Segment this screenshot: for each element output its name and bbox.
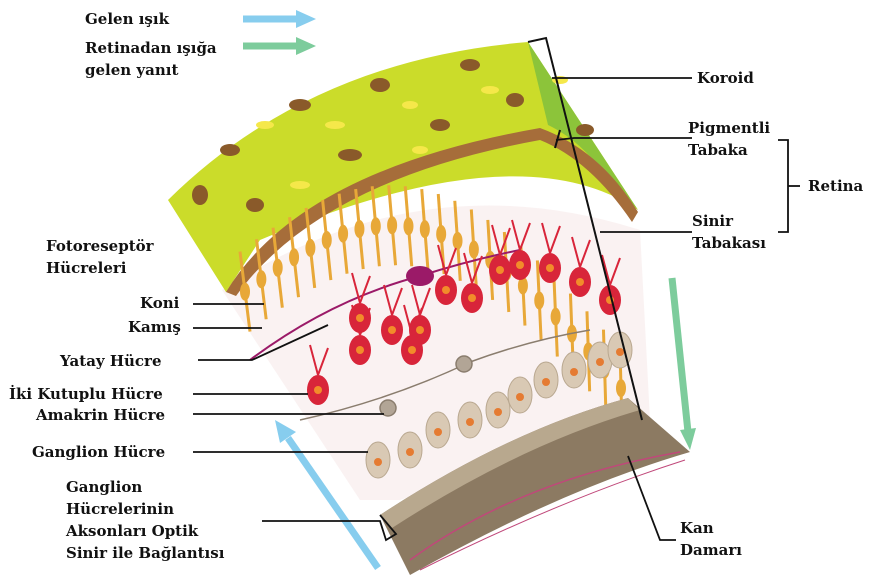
bipolar-nucleus [468,294,476,302]
ganglion-cell-label: Ganglion Hücre [32,441,165,463]
photoreceptor-body [322,231,332,249]
nerve-line-2: Tabakası [692,232,766,254]
horizontal-cell-label: Yatay Hücre [60,350,162,372]
ganglion-nucleus [494,408,502,416]
ganglion-nucleus [616,348,624,356]
bipolar-nucleus [442,286,450,294]
blood-vessel-label: Kan Damarı [680,517,742,561]
photoreceptor-body [420,220,430,238]
vessel-line-1: Kan [680,517,742,539]
bipolar-nucleus [416,326,424,334]
photoreceptor-body [371,217,381,235]
axons-line-3: Aksonları Optik [66,520,224,542]
ganglion-nucleus [374,458,382,466]
ganglion-nucleus [434,428,442,436]
photoreceptor-label: Fotoreseptör Hücreleri [46,235,154,279]
ganglion-nucleus [406,448,414,456]
bipolar-nucleus [546,264,554,272]
photoreceptor-body [403,217,413,235]
photoreceptor-body [616,379,626,397]
photoreceptor-body [469,240,479,258]
bipolar-nucleus [388,326,396,334]
photoreceptor-line-1: Fotoreseptör [46,235,154,257]
ganglion-nucleus [570,368,578,376]
bipolar-nucleus [356,314,364,322]
bipolar-nucleus [496,266,504,274]
nerve-layer-label: Sinir Tabakası [692,210,766,254]
rod-label: Kamış [128,316,181,338]
bipolar-cell-label: İki Kutuplu Hücre [9,383,163,405]
photoreceptor-line-2: Hücreleri [46,257,154,279]
ganglion-nucleus [516,393,524,401]
legend-light-label: Gelen ışık [85,8,169,30]
bipolar-nucleus [356,346,364,354]
ganglion-nucleus [466,418,474,426]
ganglion-nucleus [596,358,604,366]
photoreceptor-body [453,232,463,250]
pigment-layer-label: Pigmentli Tabaka [688,117,770,161]
photoreceptor-body [273,259,283,277]
photoreceptor-body [338,225,348,243]
ganglion-axons-label: Ganglion Hücrelerinin Aksonları Optik Si… [66,476,224,564]
legend-response-line-1: Retinadan ışığa [85,37,217,59]
photoreceptor-body [534,291,544,309]
amacrine-cell-label: Amakrin Hücre [36,404,165,426]
photoreceptor-body [305,239,315,257]
photoreceptor-body [387,216,397,234]
vessel-line-2: Damarı [680,539,742,561]
legend-light-arrow-icon [243,10,316,28]
photoreceptor-body [289,248,299,266]
ganglion-nucleus [542,378,550,386]
axons-line-4: Sinir ile Bağlantısı [66,542,224,564]
bipolar-nucleus [576,278,584,286]
legend-response-line-2: gelen yanıt [85,59,217,81]
photoreceptor-body [354,220,364,238]
axons-line-2: Hücrelerinin [66,498,224,520]
photoreceptor-body [256,270,266,288]
nerve-line-1: Sinir [692,210,766,232]
photoreceptor-body [240,283,250,301]
axons-line-1: Ganglion [66,476,224,498]
photoreceptor-body [551,308,561,326]
legend-response-label: Retinadan ışığa gelen yanıt [85,37,217,81]
photoreceptor-body [436,225,446,243]
bipolar-nucleus [516,261,524,269]
pigment-line-2: Tabaka [688,139,770,161]
pigment-line-1: Pigmentli [688,117,770,139]
choroid-label: Koroid [697,67,754,89]
retina-label: Retina [808,175,863,197]
bipolar-nucleus [408,346,416,354]
legend-response-arrow-icon [243,37,316,55]
bipolar-nucleus [314,386,322,394]
retina-response-arrow-icon [672,278,696,450]
cone-label: Koni [140,292,179,314]
